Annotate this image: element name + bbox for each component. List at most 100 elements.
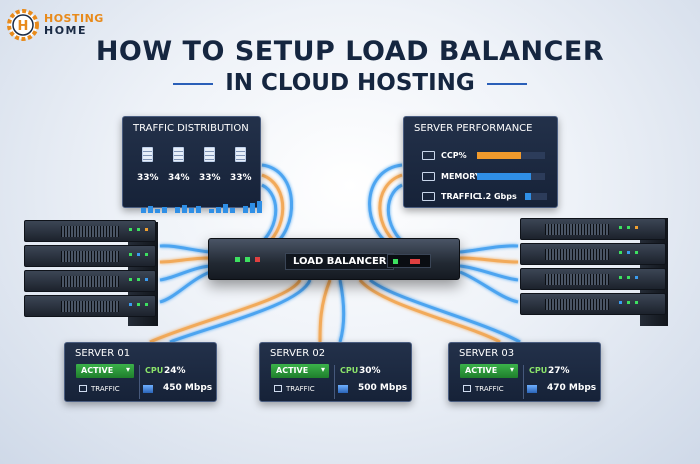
rack-unit [520, 243, 666, 265]
server-icon [173, 147, 184, 162]
memory-meter-fill [477, 173, 532, 180]
rack-unit [24, 295, 156, 317]
traffic-meter [524, 193, 547, 200]
logo-line2: HOME [44, 24, 88, 37]
distribution-bar [196, 206, 201, 213]
performance-label: TRAFFIC [441, 192, 479, 201]
server-title: SERVER 02 [270, 348, 326, 359]
distribution-bar-graphic [141, 199, 262, 213]
distribution-percentage: 34% [168, 173, 190, 183]
distribution-percentages: 33% 34% 33% 33% [137, 173, 253, 183]
title-rule-right [487, 83, 527, 85]
distribution-percentage: 33% [199, 173, 221, 183]
server-performance-panel: SERVER PERFORMANCE CCP% MEMORY TRAFFIC 1… [403, 116, 558, 208]
server-title: SERVER 01 [75, 348, 131, 359]
traffic-icon [463, 385, 471, 392]
rack-unit [24, 245, 156, 267]
performance-row-traffic: TRAFFIC 1.2 Gbps [422, 192, 547, 201]
cpu-value: 27% [548, 366, 570, 376]
distribution-bar [155, 209, 160, 213]
status-led [235, 257, 240, 262]
monitor-icon [422, 151, 435, 160]
server-icon [235, 147, 246, 162]
distribution-bar [209, 209, 214, 213]
logo-wordmark: HOSTING HOME [44, 13, 104, 37]
load-balancer-device: LOAD BALANCER [208, 238, 460, 280]
cpu-label: CPU [340, 366, 359, 375]
speed-value: 500 Mbps [358, 383, 408, 393]
logo-line1: HOSTING [44, 12, 104, 25]
distribution-bar [175, 207, 180, 213]
display-led [410, 259, 420, 264]
rack-unit [520, 268, 666, 290]
distribution-bar [148, 206, 153, 213]
rack-unit [24, 220, 156, 242]
page-title: HOW TO SETUP LOAD BALANCER [95, 36, 605, 67]
distribution-percentage: 33% [230, 173, 252, 183]
memory-meter [477, 173, 545, 180]
card-divider [139, 365, 140, 399]
traffic-distribution-title: TRAFFIC DISTRIBUTION [133, 123, 249, 134]
bandwidth-icon [527, 385, 537, 393]
distribution-bar [250, 203, 255, 213]
traffic-icon [274, 385, 282, 392]
logo-monogram: H [18, 19, 29, 34]
load-balancer-label: LOAD BALANCER [285, 253, 395, 270]
rack-unit [520, 293, 666, 315]
distribution-bar [243, 206, 248, 213]
distribution-bar [257, 201, 262, 213]
server-title: SERVER 03 [459, 348, 515, 359]
server-card[interactable]: SERVER 01 ACTIVE CPU 24% TRAFFIC 450 Mbp… [64, 342, 217, 402]
hosting-home-logo[interactable]: H HOSTING HOME [6, 8, 104, 42]
performance-row-cpu: CCP% [422, 151, 545, 160]
traffic-icon [79, 385, 87, 392]
traffic-meter-fill [524, 193, 532, 200]
distribution-bar [216, 207, 221, 213]
gear-logo-icon: H [7, 9, 39, 41]
traffic-value: 1.2 Gbps [477, 192, 517, 201]
lb-status-display [387, 254, 431, 268]
bandwidth-icon [143, 385, 153, 393]
server-icon [204, 147, 215, 162]
server-icon [142, 147, 153, 162]
performance-label: CCP% [441, 151, 467, 160]
rack-unit [520, 218, 666, 240]
distribution-bar [223, 204, 228, 213]
performance-label: MEMORY [441, 172, 481, 181]
status-dropdown[interactable]: ACTIVE [460, 364, 518, 378]
distribution-percentage: 33% [137, 173, 159, 183]
cpu-meter [477, 152, 545, 159]
memory-icon [422, 172, 435, 181]
cpu-value: 24% [164, 366, 186, 376]
rack-unit [24, 270, 156, 292]
card-divider [523, 365, 524, 399]
cpu-meter-fill [477, 152, 522, 159]
distribution-bar [189, 208, 194, 213]
speed-value: 450 Mbps [163, 383, 213, 393]
cpu-value: 30% [359, 366, 381, 376]
distribution-bar [162, 207, 167, 213]
page-subtitle: IN CLOUD HOSTING [225, 70, 475, 96]
title-rule-left [173, 83, 213, 85]
network-icon [422, 192, 435, 201]
server-card[interactable]: SERVER 03 ACTIVE CPU 27% TRAFFIC 470 Mbp… [448, 342, 601, 402]
status-dropdown[interactable]: ACTIVE [271, 364, 329, 378]
display-led [393, 259, 398, 264]
status-dropdown[interactable]: ACTIVE [76, 364, 134, 378]
server-icons [142, 147, 246, 162]
traffic-label: TRAFFIC [91, 385, 120, 393]
server-performance-title: SERVER PERFORMANCE [414, 123, 533, 134]
server-card[interactable]: SERVER 02 ACTIVE CPU 30% TRAFFIC 500 Mbp… [259, 342, 412, 402]
cpu-label: CPU [145, 366, 164, 375]
traffic-label: TRAFFIC [286, 385, 315, 393]
card-divider [334, 365, 335, 399]
cpu-label: CPU [529, 366, 548, 375]
performance-row-memory: MEMORY [422, 172, 545, 181]
traffic-label: TRAFFIC [475, 385, 504, 393]
status-led [255, 257, 260, 262]
traffic-distribution-panel: TRAFFIC DISTRIBUTION 33% 34% 33% 33% [122, 116, 262, 213]
bandwidth-icon [338, 385, 348, 393]
distribution-bar [141, 208, 146, 213]
